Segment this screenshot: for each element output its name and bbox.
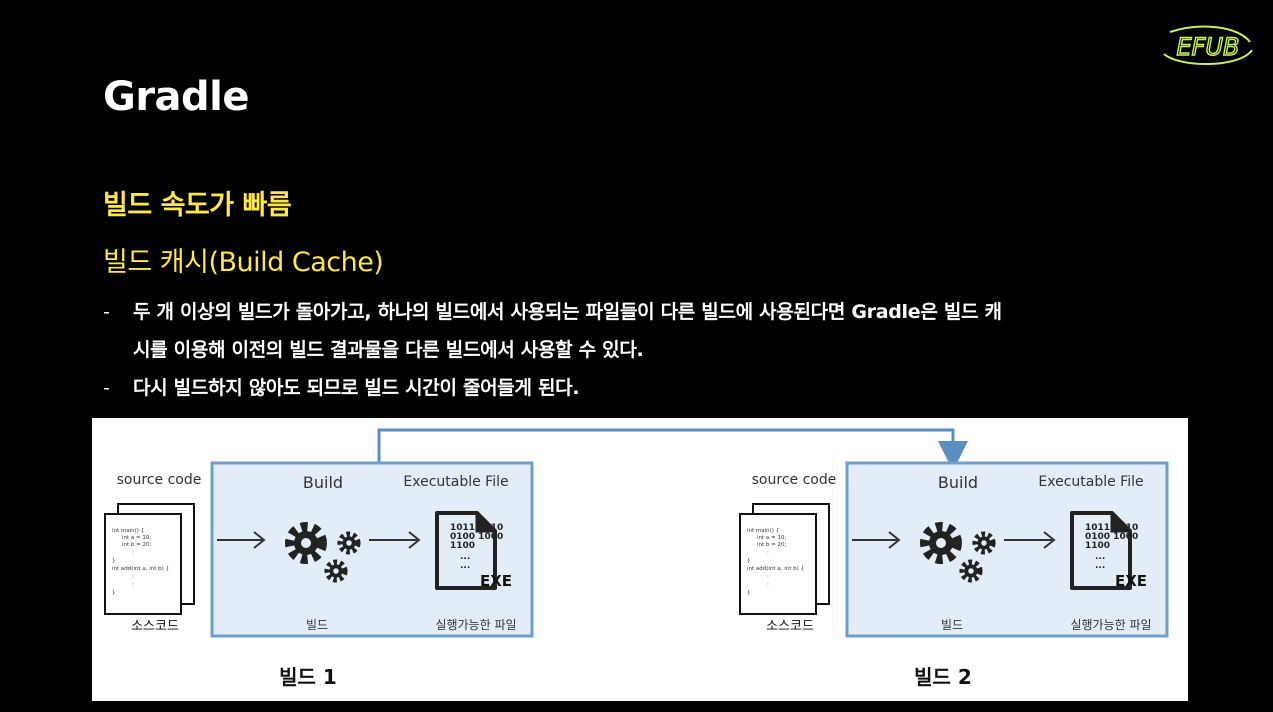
cache-connector-arrow [377, 428, 968, 471]
bullet-text-line: 두 개 이상의 빌드가 돌아가고, 하나의 빌드에서 사용되는 파일들이 다른 … [133, 301, 1002, 323]
executable-file-icon [435, 511, 497, 590]
bullet-list: - 두 개 이상의 빌드가 돌아가고, 하나의 빌드에서 사용되는 파일들이 다… [103, 293, 1183, 407]
binary-line: 10111 010 [1085, 523, 1138, 533]
bullet-item: - 다시 빌드하지 않아도 되므로 빌드 시간이 줄어들게 된다. [103, 369, 1183, 407]
page-title: Gradle [103, 74, 250, 120]
arrow-right-icon [369, 531, 421, 549]
binary-line: 1100 [450, 541, 475, 551]
binary-line: 10111 010 [450, 523, 503, 533]
source-code-kr-label: 소스코드 [766, 619, 814, 634]
build-label: Build [938, 473, 978, 492]
efub-logo: EFUB [1163, 25, 1253, 66]
code-line: : [767, 574, 769, 580]
code-line: } [747, 590, 751, 596]
caption-build-2: 빌드 2 [914, 665, 972, 689]
code-line: int b = 20; [757, 542, 787, 548]
binary-line: 0100 1000 [450, 532, 503, 542]
executable-file-icon [1070, 511, 1132, 590]
bullet-text-line: 시를 이용해 이전의 빌드 결과물을 다른 빌드에서 사용할 수 있다. [133, 339, 644, 361]
subheading-speed: 빌드 속도가 빠름 [103, 190, 292, 221]
source-code-label: source code [117, 472, 202, 488]
code-line: : [767, 550, 769, 556]
code-line: int a = 10; [122, 535, 151, 541]
bullet-item: - 두 개 이상의 빌드가 돌아가고, 하나의 빌드에서 사용되는 파일들이 다… [103, 293, 1183, 369]
executable-kr-label: 실행가능한 파일 [435, 617, 516, 632]
binary-line: ... [460, 561, 470, 571]
code-line: int a = 10; [757, 535, 786, 541]
code-line: int b = 20; [122, 542, 152, 548]
executable-kr-label: 실행가능한 파일 [1070, 617, 1151, 632]
arrow-right-icon [852, 531, 901, 549]
subheading-build-cache: 빌드 캐시(Build Cache) [103, 247, 384, 278]
code-line: } [112, 590, 116, 596]
bullet-marker: - [103, 377, 110, 399]
code-line: : [132, 550, 134, 556]
logo-text: EFUB [1177, 33, 1240, 61]
executable-file-label: Executable File [1038, 474, 1143, 490]
build-kr-label: 빌드 [941, 618, 963, 632]
arrow-right-icon [1004, 531, 1056, 549]
bullet-text-line: 다시 빌드하지 않아도 되므로 빌드 시간이 줄어들게 된다. [133, 377, 580, 399]
code-line: : [132, 582, 134, 588]
executable-file-label: Executable File [403, 474, 508, 490]
binary-line: 1100 [1085, 541, 1110, 551]
code-line: : [767, 582, 769, 588]
build-cache-diagram: source code int main() { int a = 10; int… [92, 418, 1188, 701]
code-line: int main() { [747, 528, 779, 534]
binary-line: 0100 1000 [1085, 532, 1138, 542]
source-code-document-icon [104, 513, 182, 615]
binary-line: ... [1095, 552, 1105, 562]
build-label: Build [303, 473, 343, 492]
code-line: } [747, 558, 751, 564]
code-line: : [132, 574, 134, 580]
code-line: int main() { [112, 528, 144, 534]
build-2-group: source code int main() { int a = 10; int… [739, 461, 1169, 689]
build-kr-label: 빌드 [306, 618, 328, 632]
exe-badge: EXE [480, 572, 512, 590]
source-code-document-icon [739, 513, 817, 615]
binary-line: ... [1095, 561, 1105, 571]
code-line: int add(int a, int b) { [747, 566, 804, 572]
arrow-right-icon [217, 531, 266, 549]
caption-build-1: 빌드 1 [279, 665, 337, 689]
code-line: } [112, 558, 116, 564]
build-1-group: source code int main() { int a = 10; int… [104, 461, 534, 689]
source-code-label: source code [752, 472, 837, 488]
code-line: int add(int a, int b) { [112, 566, 169, 572]
exe-badge: EXE [1115, 572, 1147, 590]
binary-line: ... [460, 552, 470, 562]
source-code-kr-label: 소스코드 [131, 619, 179, 634]
bullet-marker: - [103, 301, 110, 323]
